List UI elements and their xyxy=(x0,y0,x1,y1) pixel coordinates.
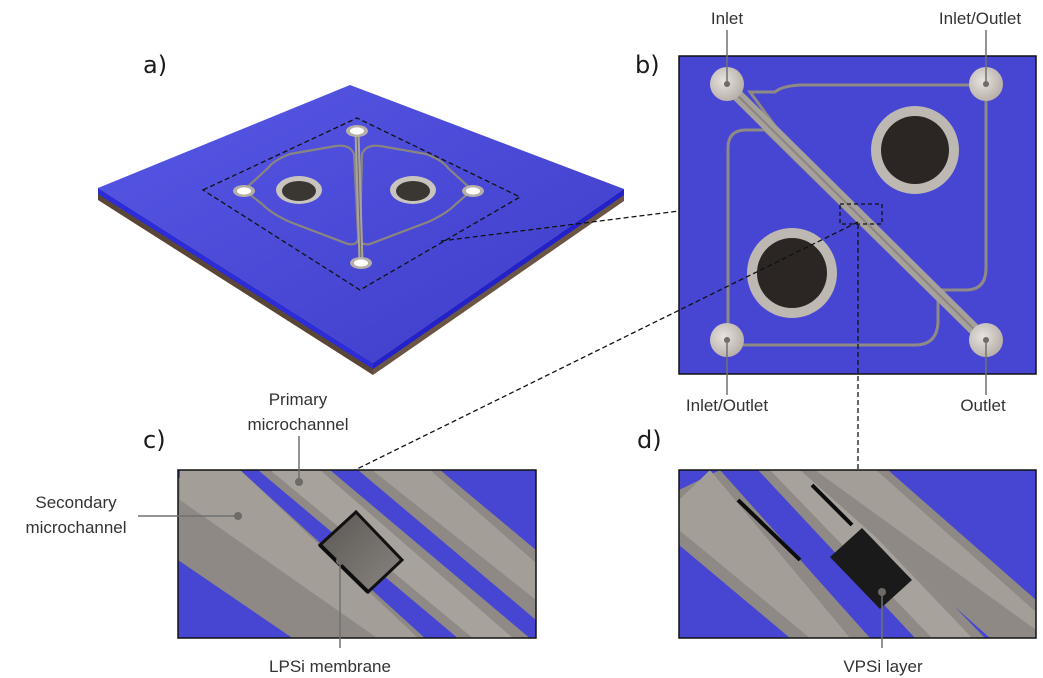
secondary-channel-c-left-highlight xyxy=(180,470,418,638)
marker-lpsi xyxy=(336,557,344,565)
port-right-a-hole xyxy=(466,187,480,195)
label-primary-line1: Primary xyxy=(269,390,328,409)
label-vpsi: VPSi layer xyxy=(843,657,923,676)
chip-blue-edge-left xyxy=(98,188,373,369)
secondary-channel-c-right-highlight xyxy=(372,470,536,600)
label-inlet-outlet-top: Inlet/Outlet xyxy=(939,9,1021,28)
marker-vpsi xyxy=(878,588,886,596)
panel-label-b: b) xyxy=(635,51,660,79)
label-primary-line2: microchannel xyxy=(247,415,348,434)
zoom-region-outline-b xyxy=(839,203,883,225)
secondary-channel-d-left-highlight xyxy=(679,470,850,638)
primary-channel-a-core xyxy=(356,131,362,263)
port-left-a-hole xyxy=(237,187,251,195)
panel-label-d: d) xyxy=(637,426,662,454)
primary-channel-b-core xyxy=(726,84,986,341)
chip-blue-edge-right xyxy=(373,189,624,369)
label-outlet: Outlet xyxy=(960,396,1006,415)
closeup-c-frame xyxy=(177,469,537,639)
vpsi-layer xyxy=(830,528,912,609)
port-top-a-hole xyxy=(350,127,364,135)
marker-secondary xyxy=(234,512,242,520)
label-lpsi: LPSi membrane xyxy=(269,657,391,676)
well-lower-left-b-inner xyxy=(757,238,827,308)
well-left-a-inner xyxy=(282,181,316,201)
vpsi-wall-left xyxy=(736,498,802,562)
panel-label-a: a) xyxy=(143,51,167,79)
panel-label-c: c) xyxy=(143,426,166,454)
secondary-channel-d-right-highlight xyxy=(815,470,1036,630)
secondary-channel-c-right xyxy=(358,470,536,620)
label-secondary-line2: microchannel xyxy=(25,518,126,537)
secondary-channel-d-right xyxy=(800,470,1036,638)
label-inlet: Inlet xyxy=(711,9,743,28)
marker-primary xyxy=(295,478,303,486)
panel-c-membrane-closeup xyxy=(138,436,537,648)
secondary-channel-a xyxy=(242,144,360,246)
label-secondary-line1: Secondary xyxy=(35,493,117,512)
panel-a-chip-3d xyxy=(98,85,624,375)
vpsi-wall-right xyxy=(810,483,854,527)
panel-d-vpsi-closeup xyxy=(678,469,1037,648)
well-right-a-inner xyxy=(396,181,430,201)
port-bottom-a-hole xyxy=(354,259,368,267)
closeup-d-frame xyxy=(678,469,1037,639)
connector-b-c xyxy=(354,221,859,471)
zoom-region-outline-a xyxy=(201,117,522,291)
lpsi-edge xyxy=(318,543,370,594)
label-inlet-outlet-bottom: Inlet/Outlet xyxy=(686,396,768,415)
well-upper-right-b-inner xyxy=(881,116,949,184)
